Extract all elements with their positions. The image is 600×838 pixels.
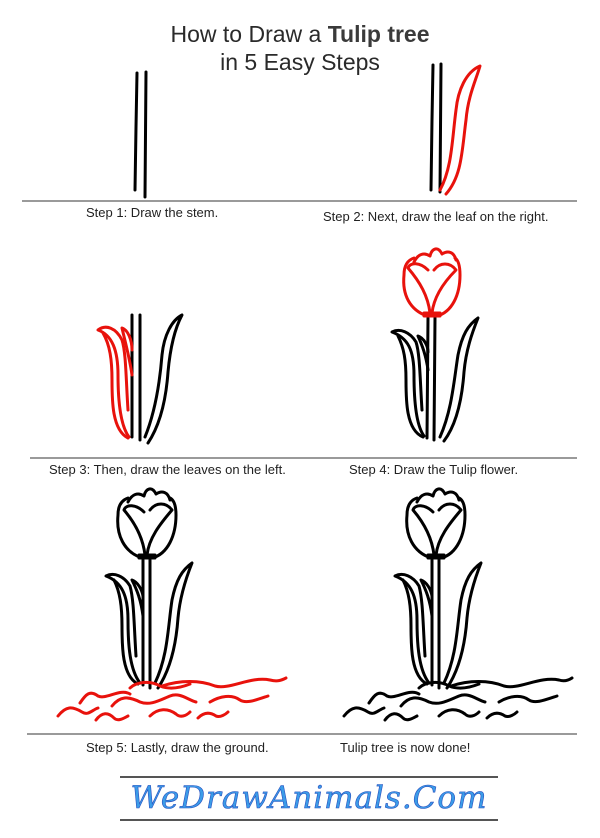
step3-caption: Step 3: Then, draw the leaves on the lef… (49, 462, 286, 477)
title-subject: Tulip tree (327, 21, 430, 47)
step4-drawing (390, 247, 480, 443)
divider-row3 (27, 733, 577, 735)
step1-caption: Step 1: Draw the stem. (86, 205, 219, 220)
divider-row2 (30, 457, 577, 459)
logo-bottom-line (120, 819, 498, 821)
step3-drawing (96, 313, 184, 445)
step5-caption: Step 5: Lastly, draw the ground. (86, 740, 269, 755)
logo-text: WeDrawAnimals.Com (130, 780, 488, 817)
divider-row1 (22, 200, 577, 202)
final-drawing (342, 487, 574, 722)
site-logo[interactable]: WeDrawAnimals.Com (120, 776, 498, 821)
step4-caption: Step 4: Draw the Tulip flower. (349, 462, 519, 477)
page-title: How to Draw a Tulip tree (0, 20, 600, 48)
page-subtitle: in 5 Easy Steps (220, 49, 380, 75)
title-prefix: How to Draw a (170, 21, 328, 47)
step5-tulip (104, 487, 194, 690)
step2-caption: Step 2: Next, draw the leaf on the right… (323, 209, 549, 224)
step5-ground (56, 676, 288, 722)
step5-drawing (56, 487, 288, 722)
step2-drawing (429, 62, 482, 196)
step1-stem (133, 70, 148, 199)
final-caption: Tulip tree is now done! (340, 740, 471, 755)
logo-top-line (120, 776, 498, 778)
